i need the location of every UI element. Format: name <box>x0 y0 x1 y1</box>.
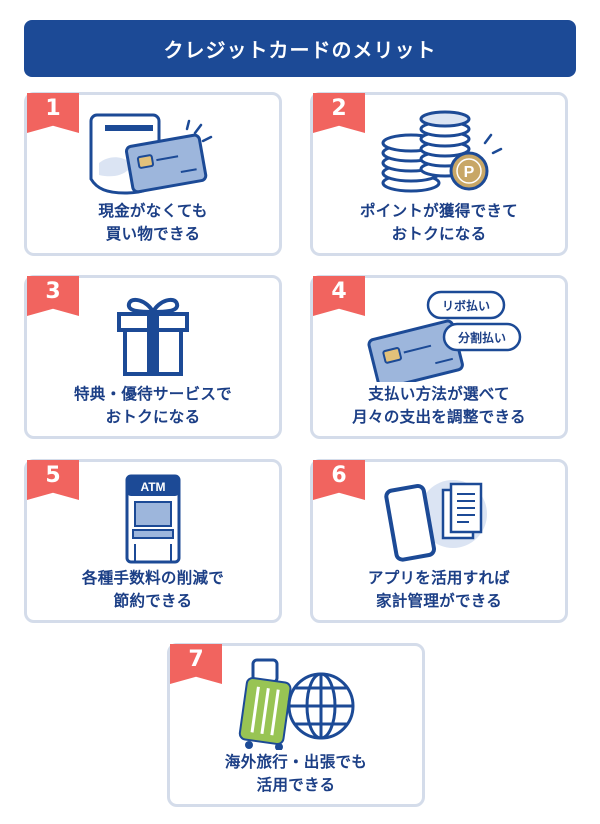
atm-label: ATM <box>140 480 165 494</box>
merit-caption: 海外旅行・出張でも 活用できる <box>224 753 368 794</box>
merit-card-6: 6 アプリを活用すれば 家計管理ができる <box>310 459 568 623</box>
smartphone-app-icon <box>384 480 487 562</box>
travel-icon <box>238 658 355 750</box>
merit-caption: ポイントが獲得できて おトクになる <box>359 202 518 243</box>
gift-icon <box>117 297 189 376</box>
merit-caption: 各種手数料の削減で 節約できる <box>81 569 225 610</box>
number-badge: 6 <box>313 460 365 500</box>
page-title: クレジットカードのメリット <box>24 20 576 77</box>
card-reader-icon <box>89 113 213 195</box>
merit-caption: アプリを活用すれば 家計管理ができる <box>367 569 511 610</box>
atm-icon: ATM <box>125 474 181 564</box>
installment-payment-bubble: 分割払い <box>458 330 506 345</box>
merit-card-4: 4 リボ払い 分割払い 支払い方法が選べて 月々の支出を調整できる <box>310 275 568 439</box>
merit-caption: 支払い方法が選べて 月々の支出を調整できる <box>352 385 526 426</box>
merit-card-2: 2 P ポイントが獲得できて おトクになる <box>310 92 568 256</box>
number-badge: 2 <box>313 93 365 133</box>
merit-caption: 特典・優待サービスで おトクになる <box>73 385 232 426</box>
coin-stack-icon: P <box>381 110 503 193</box>
merit-card-3: 3 特典・優待サービスで おトクになる <box>24 275 282 439</box>
card-payment-options-icon: リボ払い 分割払い <box>367 290 522 382</box>
point-coin-label: P <box>464 164 475 181</box>
merit-card-1: 1 現金がなくても 買い物できる <box>24 92 282 256</box>
merit-caption: 現金がなくても 買い物できる <box>98 202 208 243</box>
merit-card-7: 7 海外旅行・出張でも 活用できる <box>167 643 425 807</box>
merit-card-5: 5 ATM 各種手数料の削減で 節約できる <box>24 459 282 623</box>
number-badge: 4 <box>313 276 365 316</box>
revolving-payment-bubble: リボ払い <box>442 298 490 313</box>
